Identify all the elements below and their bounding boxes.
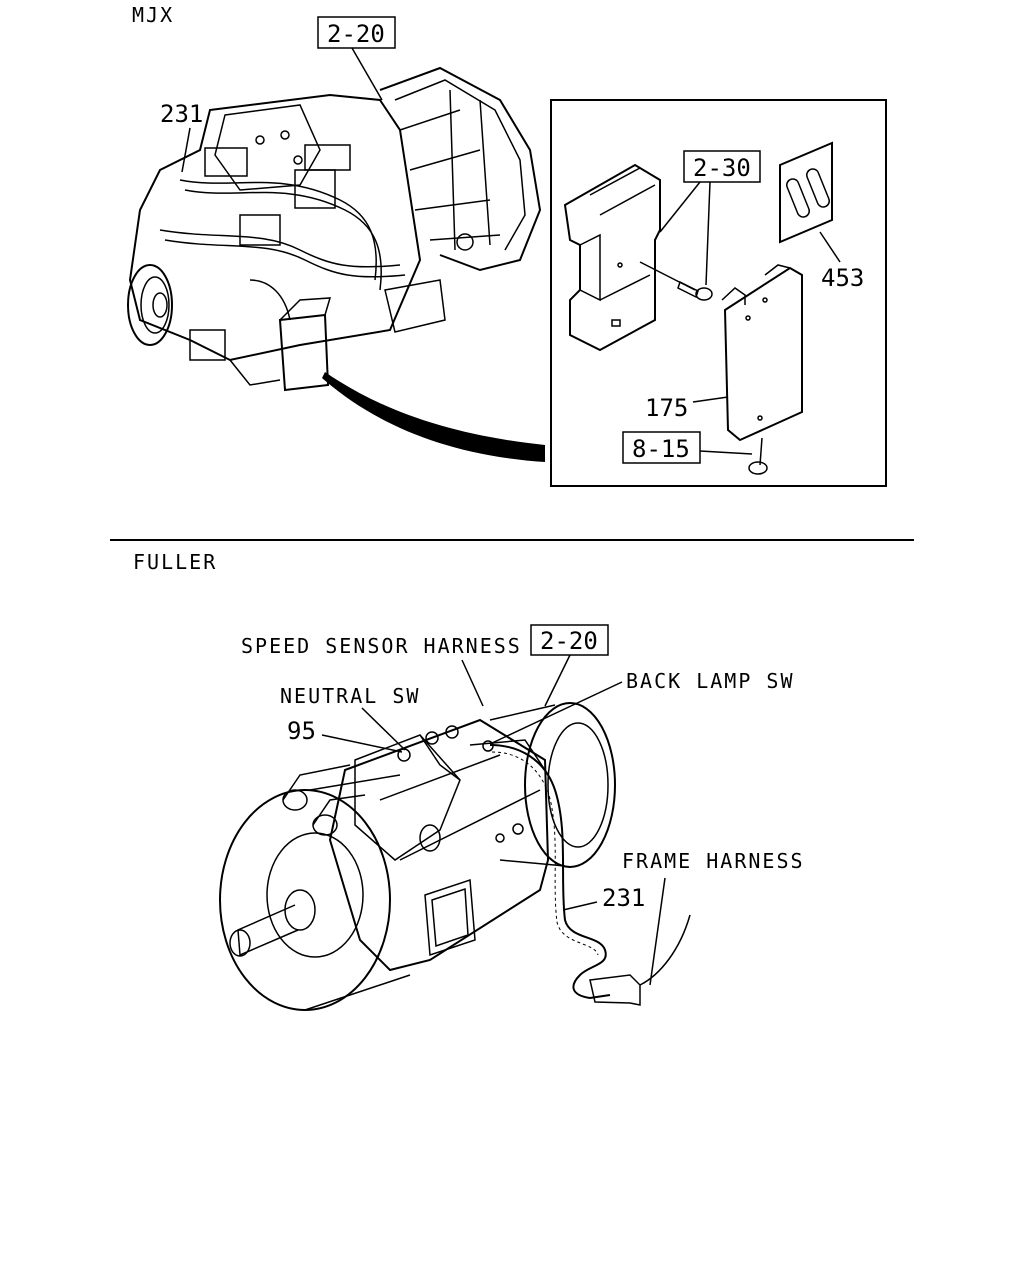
screw-drawing [748,437,768,475]
ref-box-2-20-top[interactable]: 2-20 [317,16,396,49]
plate-453-drawing [779,141,833,244]
callout-back-lamp-sw[interactable]: BACK LAMP SW [626,669,795,693]
callout-frame-harness[interactable]: FRAME HARNESS [622,849,805,873]
part-label-175[interactable]: 175 [645,394,688,422]
controller-175-drawing [721,264,803,442]
part-label-95[interactable]: 95 [287,717,316,745]
detail-box [550,99,887,487]
ref-box-8-15[interactable]: 8-15 [622,431,701,464]
bracket-drawing [563,163,661,352]
ref-box-2-30[interactable]: 2-30 [683,150,761,183]
part-label-231-bottom[interactable]: 231 [602,884,645,912]
leader-line [819,231,841,263]
callout-neutral-sw[interactable]: NEUTRAL SW [280,684,420,708]
leader-line [461,659,484,707]
ref-label-8-15: 8-15 [632,435,690,463]
ref-box-2-20-bottom[interactable]: 2-20 [530,624,609,656]
leader-line [321,734,403,753]
part-label-231-top[interactable]: 231 [160,100,203,128]
part-label-453[interactable]: 453 [821,264,864,292]
leader-line [562,901,598,911]
leader-line [699,450,753,455]
leader-line [181,127,191,173]
detail-connector [322,372,545,462]
leader-line [692,396,729,403]
fuller-transmission-drawing [219,702,616,1011]
section-label-fuller: FULLER [133,550,217,574]
callout-speed-sensor-harness[interactable]: SPEED SENSOR HARNESS [241,634,522,658]
leader-line [705,181,711,286]
ref-label-2-20-top: 2-20 [327,20,385,48]
ref-label-2-30: 2-30 [693,154,751,182]
harness-231-drawing [489,744,691,1006]
leader-line [659,181,701,233]
bolt-drawing [639,261,713,301]
ref-label-2-20-bottom: 2-20 [540,627,598,655]
section-label-mjx: MJX [132,3,174,27]
leader-line [544,654,571,707]
mjx-transmission-drawing [127,66,542,392]
leader-line [351,47,383,101]
leader-line [489,681,623,745]
leader-line [649,877,666,986]
